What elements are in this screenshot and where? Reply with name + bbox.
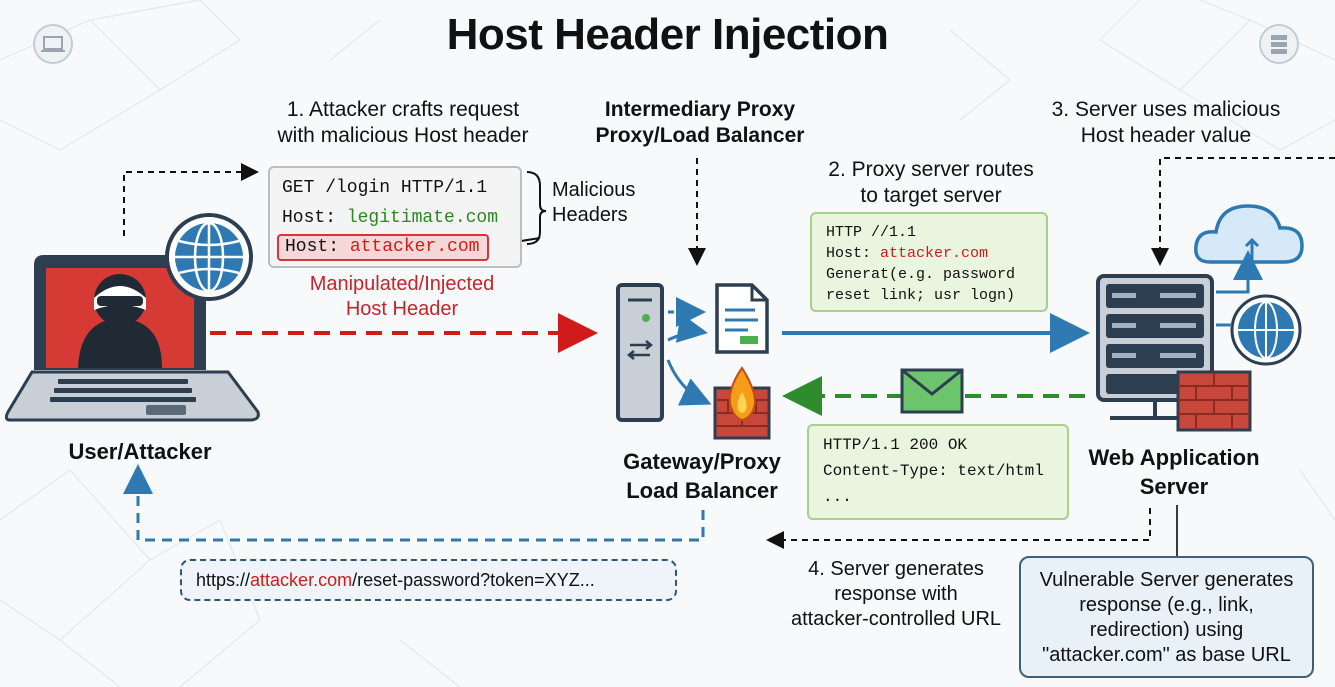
step-2-line: 2. Proxy server routes [828, 158, 1034, 181]
step-3-line: 3. Server uses malicious [1051, 98, 1281, 121]
response-line: Content-Type: text/html [823, 462, 1044, 480]
note-line: redirection) using [1089, 619, 1244, 641]
server-label-line: Web Application [1088, 445, 1260, 470]
attacker-label: User/Attacker [68, 439, 212, 464]
step-1-line: with malicious Host header [277, 124, 529, 147]
host-label: Host: [282, 208, 347, 228]
malicious-headers-line: Headers [552, 204, 628, 226]
proxy-heading-line: Intermediary Proxy [604, 98, 796, 121]
step-4-line: response with [834, 583, 958, 605]
note-line: response (e.g., link, [1079, 594, 1254, 616]
forwarded-host-line: Host: attacker.com [826, 245, 988, 262]
host-label: Host: [285, 237, 350, 257]
url-suffix: /reset-password?token=XYZ... [352, 570, 595, 590]
step-3-caption: 3. Server uses malicious Host header val… [1028, 97, 1304, 149]
forwarded-host-value: attacker.com [880, 245, 989, 262]
url-domain: attacker.com [250, 570, 353, 590]
step-3-line: Host header value [1080, 124, 1252, 147]
step-1-line: 1. Attacker crafts request [286, 98, 520, 121]
note-line: "attacker.com" as base URL [1042, 644, 1291, 666]
hacker-icon [78, 274, 162, 368]
host-attacker-line: Host: attacker.com [285, 237, 479, 257]
response-box: HTTP/1.1 200 OK Content-Type: text/html … [807, 424, 1069, 520]
forwarded-line: Generat(e.g. password [826, 266, 1016, 283]
step-4-line: 4. Server generates [808, 558, 984, 580]
gateway-label-line: Load Balancer [626, 478, 778, 503]
gateway-label-line: Gateway/Proxy [623, 449, 781, 474]
server-label-line: Server [1139, 474, 1209, 499]
envelope-icon [900, 368, 964, 414]
page-title: Host Header Injection [446, 10, 889, 59]
step-1-caption: 1. Attacker crafts request with maliciou… [248, 97, 558, 149]
request-line: GET /login HTTP/1.1 [282, 178, 488, 198]
proxy-heading-line: Proxy/Load Balancer [595, 124, 805, 147]
malicious-headers-line: Malicious [552, 179, 636, 201]
host-legit-value: legitimate.com [346, 208, 499, 228]
response-line: ... [823, 488, 852, 506]
injected-host-highlight: Host: attacker.com [277, 234, 489, 261]
malicious-request-box: GET /login HTTP/1.1 Host: legitimate.com… [268, 166, 522, 268]
forwarded-line: HTTP //1.1 [826, 224, 917, 241]
step-2-line: to target server [860, 184, 1002, 207]
response-line: HTTP/1.1 200 OK [823, 436, 968, 454]
forwarded-line: reset link; usr logn) [826, 287, 1016, 304]
cloud-icon [1194, 204, 1304, 264]
step-2-caption: 2. Proxy server routes to target server [800, 157, 1062, 209]
gateway-label: Gateway/Proxy Load Balancer [604, 447, 800, 505]
host-legit-line: Host: legitimate.com [282, 208, 498, 228]
server-tower-icon [616, 283, 664, 422]
vulnerable-server-note: Vulnerable Server generates response (e.… [1019, 556, 1314, 678]
globe-icon [1230, 294, 1302, 366]
forwarded-request-box: HTTP //1.1 Host: attacker.com Generat(e.… [810, 212, 1048, 312]
laptop-icon [33, 24, 73, 64]
proxy-heading: Intermediary Proxy Proxy/Load Balancer [570, 97, 830, 149]
injected-label-line: Host Header [345, 298, 459, 320]
document-icon [715, 283, 769, 354]
url-prefix: https:// [196, 570, 251, 590]
host-attacker-value: attacker.com [349, 237, 480, 257]
server-label: Web Application Server [1074, 443, 1274, 501]
malicious-url-box: https://attacker.com/reset-password?toke… [180, 559, 677, 601]
firewall-icon [713, 366, 771, 440]
note-line: Vulnerable Server generates [1039, 569, 1294, 591]
malicious-headers-label: Malicious Headers [552, 178, 635, 228]
globe-icon [165, 213, 253, 301]
server-icon [1259, 24, 1299, 64]
injected-header-label: Manipulated/Injected Host Header [292, 272, 512, 322]
injected-label-line: Manipulated/Injected [309, 273, 495, 295]
host-label: Host: [826, 245, 881, 262]
firewall-icon [1176, 370, 1252, 432]
step-4-line: attacker-controlled URL [790, 608, 1002, 630]
step-4-caption: 4. Server generates response with attack… [778, 557, 1014, 632]
